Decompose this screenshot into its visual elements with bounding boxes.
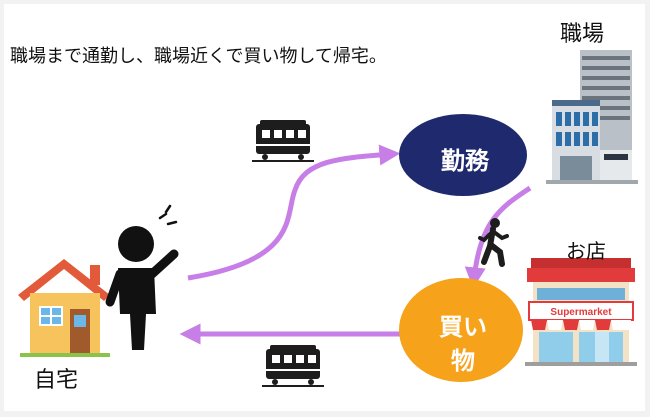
house-icon xyxy=(18,259,110,357)
work-node xyxy=(399,114,527,196)
train-icon xyxy=(252,120,314,162)
supermarket-sign: Supermarket xyxy=(550,307,612,318)
route-description: 職場まで通勤し、職場近くで買い物して帰宅。 xyxy=(10,46,387,67)
workplace-label: 職場 xyxy=(560,22,605,47)
walking-person-icon xyxy=(478,218,509,267)
work-node-label: 勤務 xyxy=(441,147,489,175)
shopping-node-label-line2: 物 xyxy=(451,347,475,375)
home-label: 自宅 xyxy=(34,368,79,393)
commute-arrow xyxy=(187,144,401,281)
office-building-icon xyxy=(546,50,638,184)
walk-arrow xyxy=(464,185,532,289)
person-icon xyxy=(105,204,179,350)
train-icon xyxy=(262,345,324,387)
shopping-node-label-line1: 買い xyxy=(439,313,487,341)
supermarket-icon: Supermarket xyxy=(525,258,637,366)
shopping-node xyxy=(399,278,523,382)
shop-label: お店 xyxy=(566,239,606,263)
